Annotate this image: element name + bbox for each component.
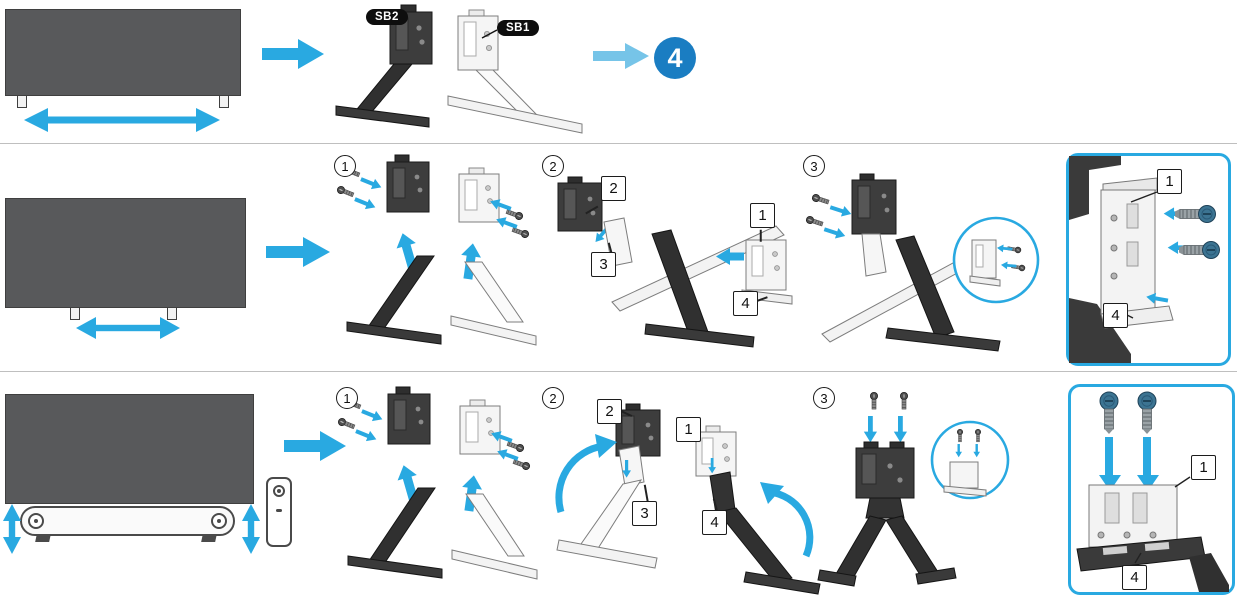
right-arrow-icon xyxy=(284,431,346,461)
detail-zoom-box xyxy=(1066,153,1231,366)
callout-2: 2 xyxy=(597,399,622,424)
soundbar-foot xyxy=(201,534,217,542)
detail-zoom-box xyxy=(1068,384,1235,595)
detail-callout-1: 1 xyxy=(1157,169,1182,194)
step-circle-3: 3 xyxy=(813,387,835,409)
step1-attach-guides-illustration xyxy=(335,154,537,346)
callout-1: 1 xyxy=(676,417,701,442)
step2-left-stand-illustration xyxy=(555,434,658,569)
speaker-dot-icon xyxy=(217,519,221,523)
step2-right-guide-illustration xyxy=(695,425,737,477)
tv-foot xyxy=(17,95,27,108)
speaker-dot-icon xyxy=(34,519,38,523)
step-circle-3: 3 xyxy=(803,155,825,177)
step2-guide-bracket-illustration xyxy=(557,176,603,232)
stand-parts-illustration xyxy=(335,4,583,134)
part-label-sb1: SB1 xyxy=(497,20,539,36)
speaker-dot-icon xyxy=(277,489,281,493)
callout-3: 3 xyxy=(591,252,616,277)
step-circle-1: 1 xyxy=(334,155,356,177)
vertical-double-arrow-icon xyxy=(3,504,21,554)
soundbar-side-view-illustration xyxy=(266,477,292,547)
tv-illustration xyxy=(5,198,246,308)
right-arrow-icon xyxy=(262,39,324,69)
detail-callout-1: 1 xyxy=(1191,455,1216,480)
next-step-badge: 4 xyxy=(654,37,696,79)
soundbar-foot xyxy=(35,534,51,542)
callout-1: 1 xyxy=(750,203,775,228)
detail-bracket-screws-illustration xyxy=(1076,391,1229,592)
section-divider xyxy=(0,371,1237,372)
step3-screw-fixing-illustration xyxy=(817,391,1010,587)
tv-foot xyxy=(167,307,177,320)
part-label-sb2: SB2 xyxy=(366,9,408,25)
step-circle-2: 2 xyxy=(542,387,564,409)
horizontal-double-arrow-icon xyxy=(24,108,220,132)
step-circle-2: 2 xyxy=(542,155,564,177)
step3-screw-fixing-illustration xyxy=(804,173,1040,352)
callout-2: 2 xyxy=(601,176,626,201)
tv-foot xyxy=(219,95,229,108)
vertical-double-arrow-icon xyxy=(242,504,260,554)
callout-3: 3 xyxy=(632,501,657,526)
left-arrow-icon xyxy=(716,248,744,265)
right-arrow-icon xyxy=(266,237,330,267)
step1-attach-guides-illustration xyxy=(336,386,538,580)
detail-bracket-screws-illustration xyxy=(1069,156,1221,363)
soundbar-illustration xyxy=(20,506,235,536)
section-divider xyxy=(0,143,1237,144)
callout-4: 4 xyxy=(733,291,758,316)
button-dot-icon xyxy=(276,509,282,512)
step-circle-1: 1 xyxy=(336,387,358,409)
detail-callout-4: 4 xyxy=(1103,303,1128,328)
horizontal-double-arrow-icon xyxy=(76,317,180,339)
tv-foot xyxy=(70,307,80,320)
right-arrow-light-icon xyxy=(593,43,649,69)
callout-leader xyxy=(760,229,762,242)
step2-right-stand-illustration xyxy=(708,458,821,595)
detail-callout-4: 4 xyxy=(1122,565,1147,590)
callout-4: 4 xyxy=(702,510,727,535)
tv-illustration xyxy=(5,9,241,96)
tv-illustration xyxy=(5,394,254,504)
